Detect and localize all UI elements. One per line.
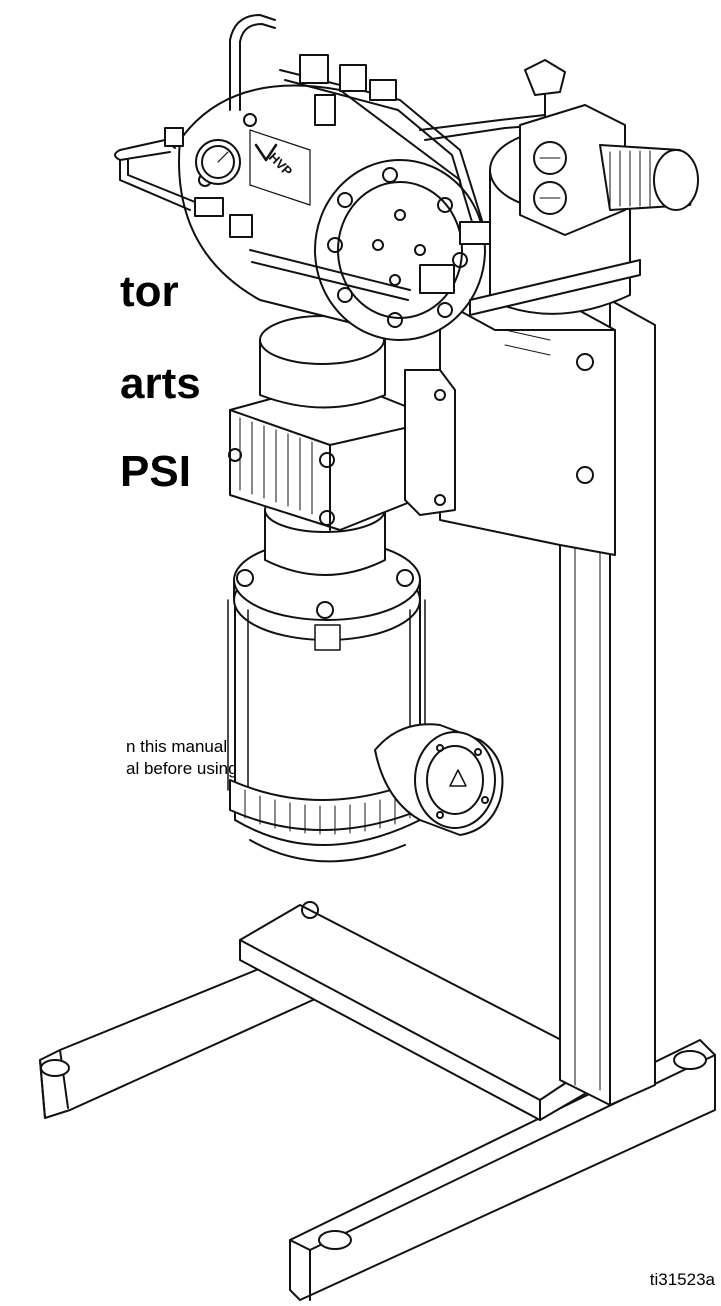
coupling-adaptor	[229, 316, 455, 575]
body-text-line-1: n this manual	[126, 737, 228, 756]
title-line-2: arts	[120, 359, 201, 408]
body-text-line-2: al before using	[126, 759, 238, 778]
pump-head: HVP	[179, 86, 485, 340]
tubing	[115, 15, 640, 300]
stand-base	[40, 902, 715, 1300]
vertical-post	[440, 300, 655, 1105]
figure-reference-id: ti31523a	[649, 1270, 715, 1289]
filter-canister	[470, 60, 698, 315]
title-line-1: tor	[120, 267, 179, 316]
motor	[228, 540, 503, 861]
title-line-3: PSI	[120, 447, 191, 496]
